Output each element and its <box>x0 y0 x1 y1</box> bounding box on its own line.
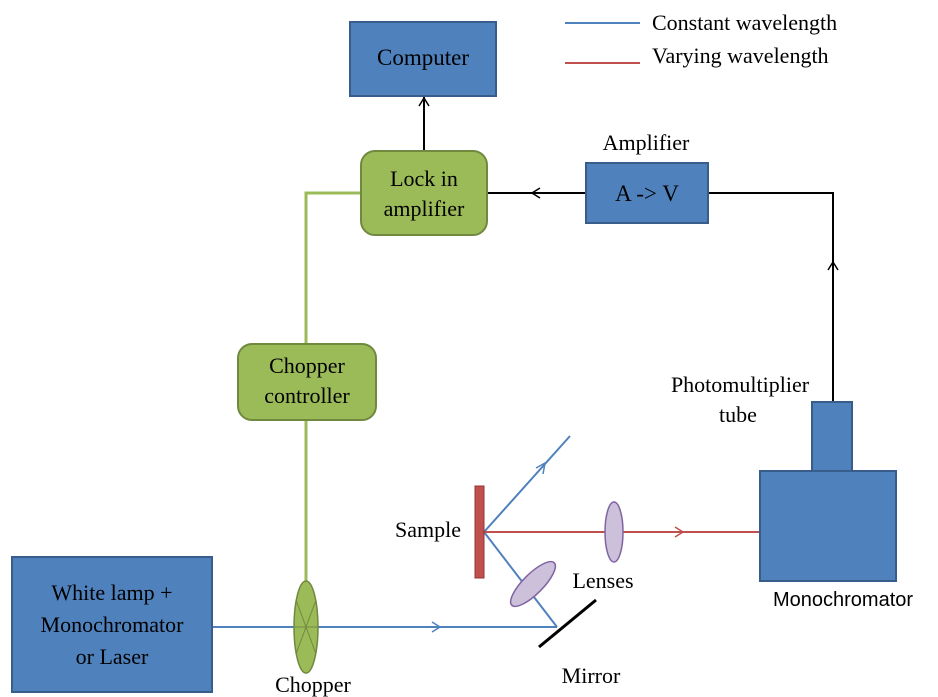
beam-mirror-to-sample <box>483 531 558 628</box>
mirror <box>538 598 597 649</box>
lenses-label: Lenses <box>572 568 633 593</box>
light-source-box: White lamp + Monochromator or Laser <box>11 556 213 693</box>
pmt-caption-line1: Photomultiplier <box>671 372 810 397</box>
signal-line-pmt-to-amplifier <box>707 192 834 402</box>
signal-path <box>418 96 839 402</box>
chopper-controller-line2: controller <box>264 383 350 408</box>
lockin-label-line1: Lock in <box>390 166 458 191</box>
optical-path-constant <box>213 435 571 633</box>
sample-plate <box>474 485 485 579</box>
monochromator-label: Monochromator <box>773 589 913 611</box>
signal-arrow-up <box>827 260 839 271</box>
signal-arrow-left <box>530 187 541 199</box>
lens-vertical <box>604 501 624 563</box>
source-line2: Monochromator <box>41 612 185 637</box>
signal-arrow-to-computer <box>418 96 430 107</box>
legend-constant-label: Constant wavelength <box>652 10 837 35</box>
beam-reflected <box>483 435 571 533</box>
chopper-label: Chopper <box>275 672 351 697</box>
chopper-controller-box: Chopper controller <box>237 343 377 421</box>
legend-varying-label: Varying wavelength <box>652 43 829 68</box>
computer-label: Computer <box>377 45 469 70</box>
amplifier-box: A -> V <box>585 162 709 224</box>
source-line1: White lamp + <box>51 580 172 605</box>
monochromator-box <box>759 470 897 582</box>
beam-arrow-right <box>431 621 442 633</box>
legend: Constant wavelength Varying wavelength <box>565 10 837 68</box>
amplifier-caption: Amplifier <box>603 130 690 155</box>
pmt-box <box>811 401 853 472</box>
lockin-amplifier-box: Lock in amplifier <box>360 150 488 236</box>
control-path <box>304 191 361 582</box>
control-line-lockin-to-chopper-controller <box>304 191 361 344</box>
beam-arrow-red <box>674 526 685 538</box>
sample-label: Sample <box>395 517 461 542</box>
beam-arrow-reflected <box>535 461 547 475</box>
mirror-label: Mirror <box>562 663 621 688</box>
amplifier-label: A -> V <box>615 181 679 206</box>
computer-box: Computer <box>349 21 497 97</box>
lens-tilted <box>509 560 557 608</box>
lockin-label-line2: amplifier <box>384 196 465 221</box>
pmt-caption-line2: tube <box>719 402 757 427</box>
source-line3: or Laser <box>76 644 149 669</box>
chopper-controller-line1: Chopper <box>269 353 345 378</box>
chopper-wheel <box>293 580 319 674</box>
